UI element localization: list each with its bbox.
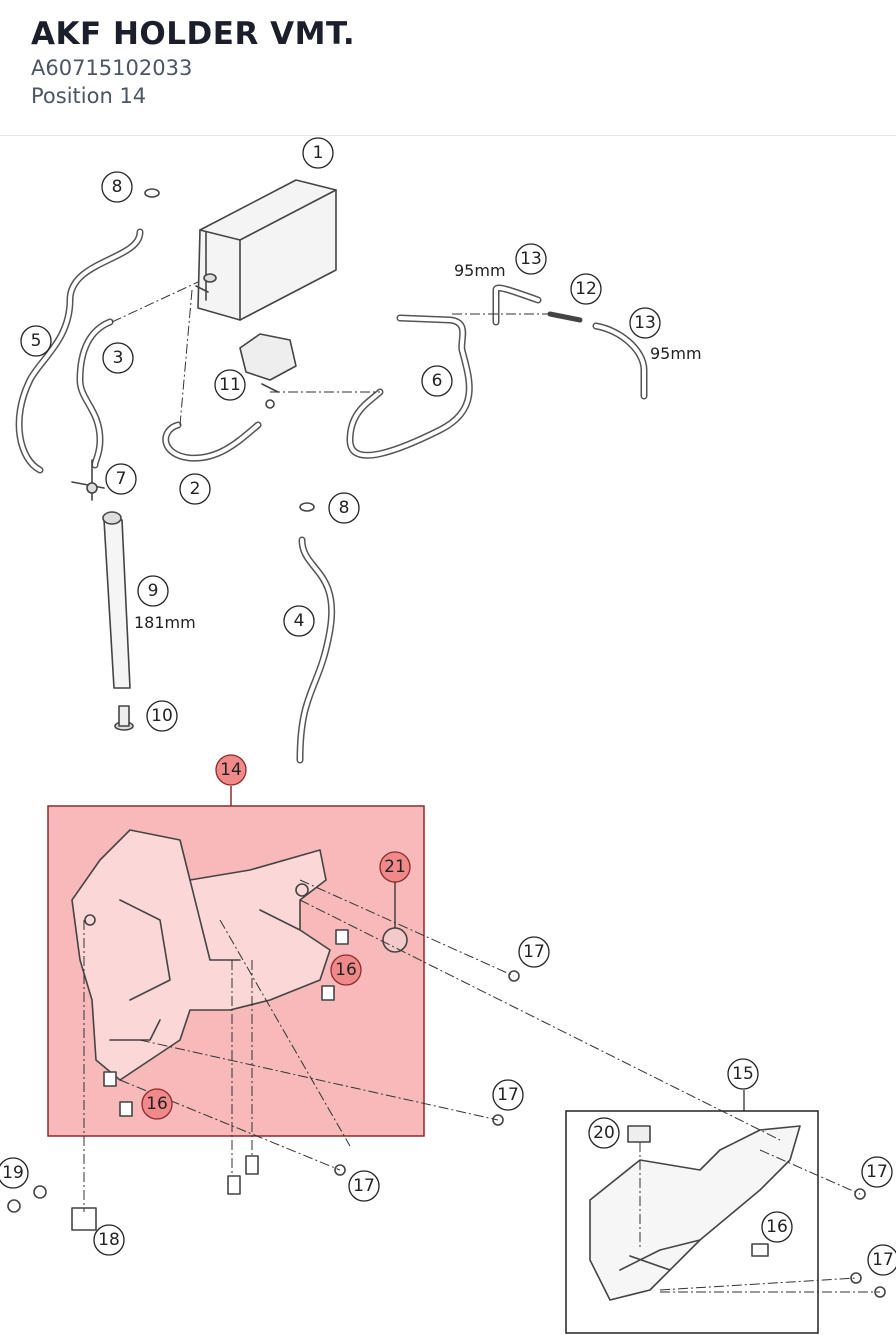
grommet-21 <box>382 927 408 953</box>
measurement-9: 181mm <box>134 613 196 632</box>
page-header: AKF HOLDER VMT. A60715102033 Position 14 <box>0 0 896 136</box>
callout-9[interactable]: 9 <box>148 581 159 601</box>
callout-20[interactable]: 20 <box>593 1123 615 1143</box>
clip-16a <box>335 929 349 945</box>
bolt-17b <box>492 1114 504 1126</box>
callout-21[interactable]: 21 <box>384 857 406 877</box>
callout-8[interactable]: 8 <box>112 177 123 197</box>
callout-3[interactable]: 3 <box>113 348 124 368</box>
tee-fitting-7 <box>71 459 105 501</box>
bolt-17e <box>850 1272 862 1284</box>
callout-17[interactable]: 17 <box>872 1250 894 1270</box>
canister-part <box>195 179 337 321</box>
group-box-15 <box>565 1110 819 1334</box>
callout-17[interactable]: 17 <box>523 942 545 962</box>
callout-12[interactable]: 12 <box>575 279 597 299</box>
clamp-8b <box>299 502 315 512</box>
callout-16[interactable]: 16 <box>146 1094 168 1114</box>
screw-19 <box>7 1199 21 1213</box>
callout-17[interactable]: 17 <box>353 1176 375 1196</box>
callout-16[interactable]: 16 <box>766 1217 788 1237</box>
callout-2[interactable]: 2 <box>190 479 201 499</box>
callout-18[interactable]: 18 <box>98 1230 120 1250</box>
position-label: Position 14 <box>31 84 147 108</box>
callout-8[interactable]: 8 <box>339 498 350 518</box>
callout-10[interactable]: 10 <box>151 706 173 726</box>
tube-9 <box>102 511 131 689</box>
holder-14 <box>71 829 331 1081</box>
bolt-17a <box>508 970 520 982</box>
callout-11[interactable]: 11 <box>219 375 241 395</box>
clip-16c <box>751 1243 769 1257</box>
valve-11 <box>239 333 297 409</box>
page-title: AKF HOLDER VMT. <box>31 16 356 52</box>
measurement-13a: 95mm <box>454 261 506 280</box>
clamp-8a <box>144 188 160 198</box>
measurement-13b: 95mm <box>650 344 702 363</box>
callout-19[interactable]: 19 <box>2 1163 24 1183</box>
callout-14[interactable]: 14 <box>220 760 242 780</box>
callout-6[interactable]: 6 <box>432 371 443 391</box>
fitting-12 <box>547 311 583 323</box>
callout-4[interactable]: 4 <box>294 611 305 631</box>
pad-20 <box>627 1125 651 1143</box>
callout-16[interactable]: 16 <box>335 960 357 980</box>
callout-5[interactable]: 5 <box>31 331 42 351</box>
callout-7[interactable]: 7 <box>116 469 127 489</box>
hose-2 <box>162 421 262 462</box>
callout-17[interactable]: 17 <box>497 1085 519 1105</box>
part-number: A60715102033 <box>31 56 193 80</box>
callout-13[interactable]: 13 <box>634 313 656 333</box>
bolt-17c <box>334 1164 346 1176</box>
tray-15 <box>589 1125 801 1301</box>
callout-13[interactable]: 13 <box>520 249 542 269</box>
callout-15[interactable]: 15 <box>732 1064 754 1084</box>
bolt-17d <box>854 1188 866 1200</box>
callout-17[interactable]: 17 <box>866 1162 888 1182</box>
callout-1[interactable]: 1 <box>313 143 324 163</box>
plug-10 <box>114 705 134 731</box>
clip-16b <box>103 1071 117 1087</box>
